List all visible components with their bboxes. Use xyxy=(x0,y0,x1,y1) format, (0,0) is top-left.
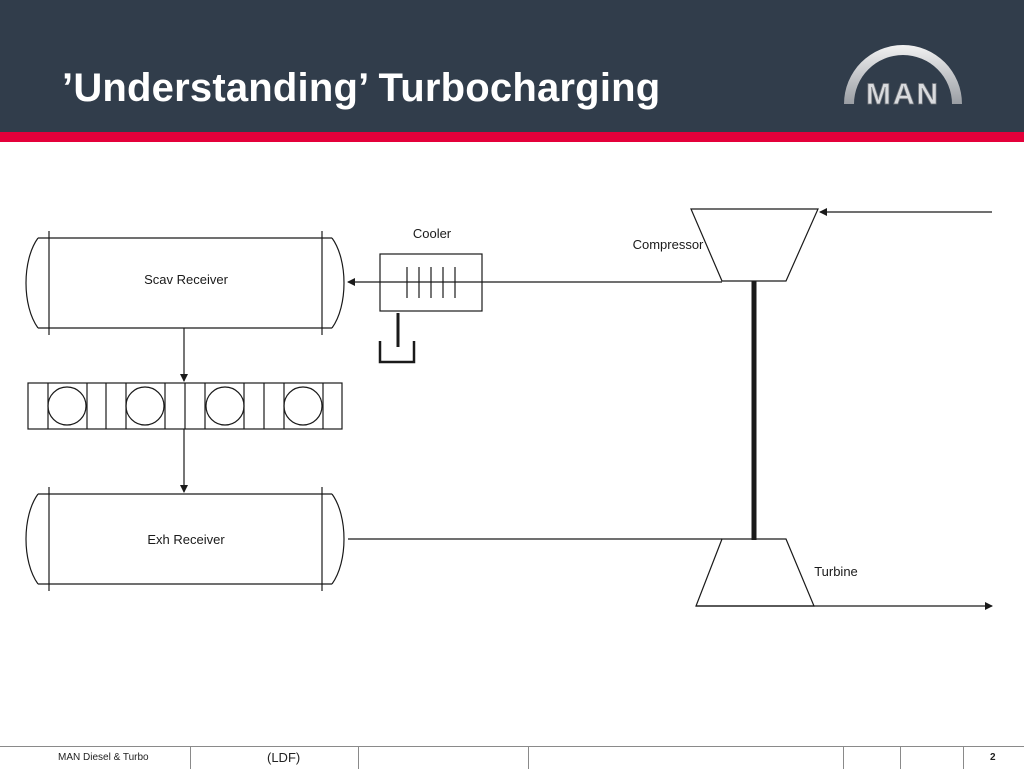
scav-receiver xyxy=(25,231,345,335)
slide-title: ’Understanding’ Turbocharging xyxy=(62,66,661,110)
man-logo: MAN xyxy=(844,45,962,110)
cooler xyxy=(379,253,483,312)
logo-arc xyxy=(844,45,962,104)
footer-cell-page: 2 xyxy=(963,747,1024,769)
footer-bar: MAN Diesel & Turbo (LDF) 2 xyxy=(0,746,1024,769)
engine-cylinders xyxy=(27,382,343,430)
exh-receiver xyxy=(25,487,345,591)
company-name: MAN Diesel & Turbo xyxy=(58,752,149,763)
header-accent-stripe xyxy=(0,132,1024,142)
turbine-label: Turbine xyxy=(814,564,858,579)
header-bar xyxy=(0,0,1024,132)
footer-code: (LDF) xyxy=(267,750,301,765)
page-number: 2 xyxy=(990,752,996,763)
turbine xyxy=(695,538,815,607)
footer-cell-empty-2 xyxy=(528,747,844,769)
footer-cell-empty-4 xyxy=(900,747,964,769)
cooler-label: Cooler xyxy=(413,226,452,241)
footer-cell-empty-3 xyxy=(843,747,901,769)
turbocharging-diagram: Scav Receiver Exh Receiver Cooler Compre… xyxy=(25,208,993,610)
footer-cell-empty-1 xyxy=(358,747,529,769)
compressor-label: Compressor xyxy=(633,237,704,252)
scav-receiver-label: Scav Receiver xyxy=(144,272,228,287)
cooler-drain xyxy=(378,313,416,364)
exh-receiver-label: Exh Receiver xyxy=(147,532,225,547)
footer-cell-code: (LDF) xyxy=(190,747,359,769)
logo-text: MAN xyxy=(866,78,940,110)
compressor xyxy=(690,208,819,282)
footer-cell-company: MAN Diesel & Turbo xyxy=(0,747,190,769)
